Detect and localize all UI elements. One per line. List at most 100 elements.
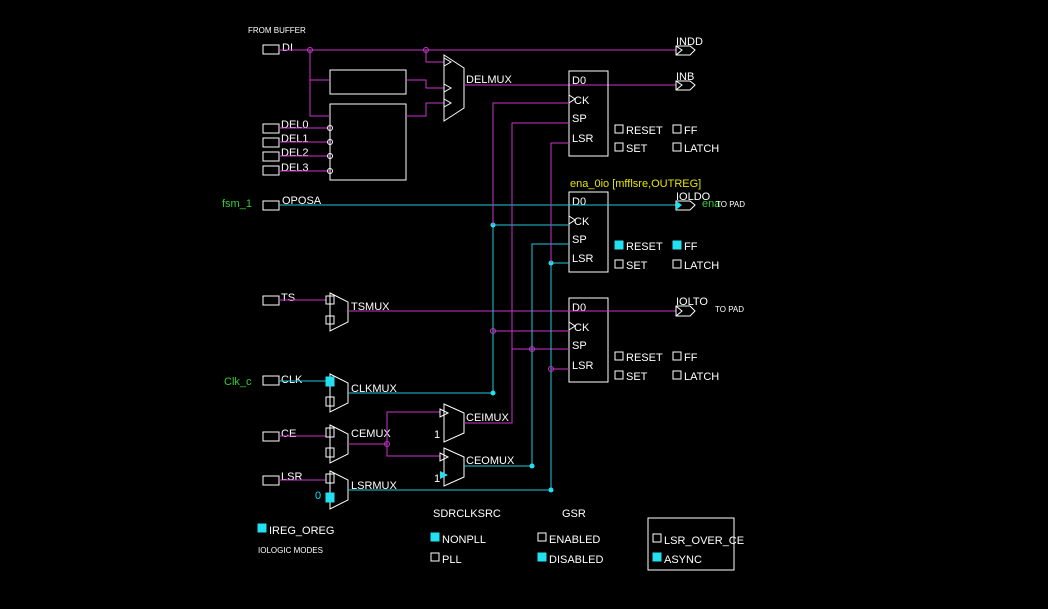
port-del0-label: DEL0 <box>281 119 309 131</box>
reg2-options[interactable]: RESET SET FF LATCH <box>614 240 719 272</box>
lsrmux[interactable]: 0 LSRMUX <box>315 470 398 510</box>
to-pad-2-label: TO PAD <box>715 305 744 314</box>
reg2-d0-pin: D0 <box>572 196 586 208</box>
reg3-options[interactable]: RESET SET FF LATCH <box>614 351 719 383</box>
reg1-set-label: SET <box>626 143 648 155</box>
port-di[interactable]: DI <box>262 42 293 55</box>
reg1-ck-pin: CK <box>574 95 590 107</box>
port-del2[interactable]: DEL2 <box>262 147 309 162</box>
nonpll-checkbox[interactable] <box>430 532 440 542</box>
port-di-label: DI <box>282 42 293 54</box>
port-ce-label: CE <box>281 428 296 440</box>
reg1-ff-label: FF <box>684 125 698 137</box>
ceimux[interactable]: 1 CEIMUX <box>434 403 509 443</box>
gsr-enabled-option[interactable]: ENABLED <box>537 532 600 546</box>
port-ce[interactable]: CE <box>262 428 296 442</box>
port-oposa[interactable]: OPOSA <box>262 195 322 211</box>
lsr-over-ce-option[interactable]: LSR_OVER_CE <box>652 533 744 547</box>
reg1-latch-checkbox[interactable] <box>672 142 682 152</box>
iologic-modes-label: IOLOGIC MODES <box>258 546 323 555</box>
reg3-reset-label: RESET <box>626 352 663 364</box>
ireg-oreg-label: IREG_OREG <box>269 525 334 537</box>
output-iolto[interactable]: IOLTO TO PAD <box>675 296 744 317</box>
reg2-set-checkbox[interactable] <box>614 259 624 269</box>
sdrclksrc-title: SDRCLKSRC <box>433 508 501 520</box>
reg3-ff-checkbox[interactable] <box>672 351 682 361</box>
port-del0[interactable]: DEL0 <box>262 119 309 134</box>
output-indd[interactable]: INDD <box>675 36 703 56</box>
ceomux-one-label: 1 <box>434 473 440 485</box>
pll-label: PLL <box>442 554 462 566</box>
port-lsr[interactable]: LSR <box>262 471 302 486</box>
reg1-reset-label: RESET <box>626 125 663 137</box>
port-clk[interactable]: CLK <box>262 374 303 386</box>
output-ioldo-label: IOLDO <box>676 191 711 203</box>
reg2-lsr-pin: LSR <box>572 253 593 265</box>
port-del3-label: DEL3 <box>281 162 309 174</box>
reg3-sp-pin: SP <box>572 340 587 352</box>
port-ts[interactable]: TS <box>262 292 295 306</box>
reg1-sp-pin: SP <box>572 113 587 125</box>
reg1-latch-label: LATCH <box>684 143 719 155</box>
pll-checkbox[interactable] <box>430 552 440 562</box>
net-fsm-label: fsm_1 <box>222 198 252 210</box>
reg1-d0-pin: D0 <box>572 75 586 87</box>
nonpll-label: NONPLL <box>442 534 486 546</box>
register-output[interactable]: D0 CK SP LSR <box>568 191 609 273</box>
delmux[interactable]: DELMUX <box>443 54 513 122</box>
reg2-sp-pin: SP <box>572 234 587 246</box>
sdrclksrc-nonpll-option[interactable]: NONPLL <box>430 532 486 546</box>
reg3-set-label: SET <box>626 371 648 383</box>
port-lsr-label: LSR <box>281 471 302 483</box>
lsr-over-ce-checkbox[interactable] <box>652 533 662 543</box>
async-label: ASYNC <box>664 554 702 566</box>
reg3-reset-checkbox[interactable] <box>614 351 624 361</box>
reg2-reset-checkbox[interactable] <box>614 240 624 250</box>
to-pad-1-label: TO PAD <box>716 200 745 209</box>
cemux[interactable]: CEMUX <box>325 424 391 464</box>
reg2-ff-label: FF <box>684 241 698 253</box>
output-inb[interactable]: INB <box>675 71 696 91</box>
sdrclksrc-pll-option[interactable]: PLL <box>430 552 462 566</box>
gsr-disabled-checkbox[interactable] <box>537 552 547 562</box>
gsr-disabled-option[interactable]: DISABLED <box>537 552 603 566</box>
ireg-oreg-option[interactable]: IREG_OREG <box>257 523 334 537</box>
reg3-latch-checkbox[interactable] <box>672 370 682 380</box>
port-oposa-label: OPOSA <box>282 195 322 207</box>
lsr-options-panel: LSR_OVER_CE ASYNC <box>647 517 744 571</box>
lsr-over-ce-label: LSR_OVER_CE <box>664 535 744 547</box>
port-del1-label: DEL1 <box>281 133 309 145</box>
async-option[interactable]: ASYNC <box>652 552 702 566</box>
delay-block-variable <box>329 103 407 181</box>
async-checkbox[interactable] <box>652 552 662 562</box>
ireg-oreg-checkbox[interactable] <box>257 523 267 533</box>
reg1-options[interactable]: RESET SET FF LATCH <box>614 124 719 155</box>
reg2-reset-label: RESET <box>626 241 663 253</box>
reg2-ff-checkbox[interactable] <box>672 240 682 250</box>
gsr-title: GSR <box>562 508 586 520</box>
port-clk-label: CLK <box>281 374 303 386</box>
reg2-latch-checkbox[interactable] <box>672 259 682 269</box>
lsrmux-zero-label: 0 <box>315 490 321 502</box>
ceomux[interactable]: 1 CEOMUX <box>434 447 515 487</box>
reg2-ck-pin: CK <box>574 216 590 228</box>
port-del3[interactable]: DEL3 <box>262 162 309 176</box>
tsmux-label: TSMUX <box>351 301 390 313</box>
port-del1[interactable]: DEL1 <box>262 133 309 148</box>
gsr-disabled-label: DISABLED <box>549 554 603 566</box>
output-ioldo[interactable]: IOLDO ena TO PAD <box>675 191 745 211</box>
delay-block-fixed <box>329 69 407 95</box>
reg3-set-checkbox[interactable] <box>614 370 624 380</box>
reg1-reset-checkbox[interactable] <box>614 124 624 134</box>
reg1-set-checkbox[interactable] <box>614 142 624 152</box>
reg1-ff-checkbox[interactable] <box>672 124 682 134</box>
gsr-enabled-checkbox[interactable] <box>537 532 547 542</box>
net-ena-label: ena <box>702 198 721 210</box>
tsmux[interactable]: TSMUX <box>325 292 390 332</box>
register-input[interactable]: D0 CK SP LSR <box>568 70 609 157</box>
reg3-d0-pin: D0 <box>572 302 586 314</box>
clkmux[interactable]: CLKMUX <box>325 373 398 413</box>
reg3-latch-label: LATCH <box>684 371 719 383</box>
ceimux-label: CEIMUX <box>466 412 509 424</box>
